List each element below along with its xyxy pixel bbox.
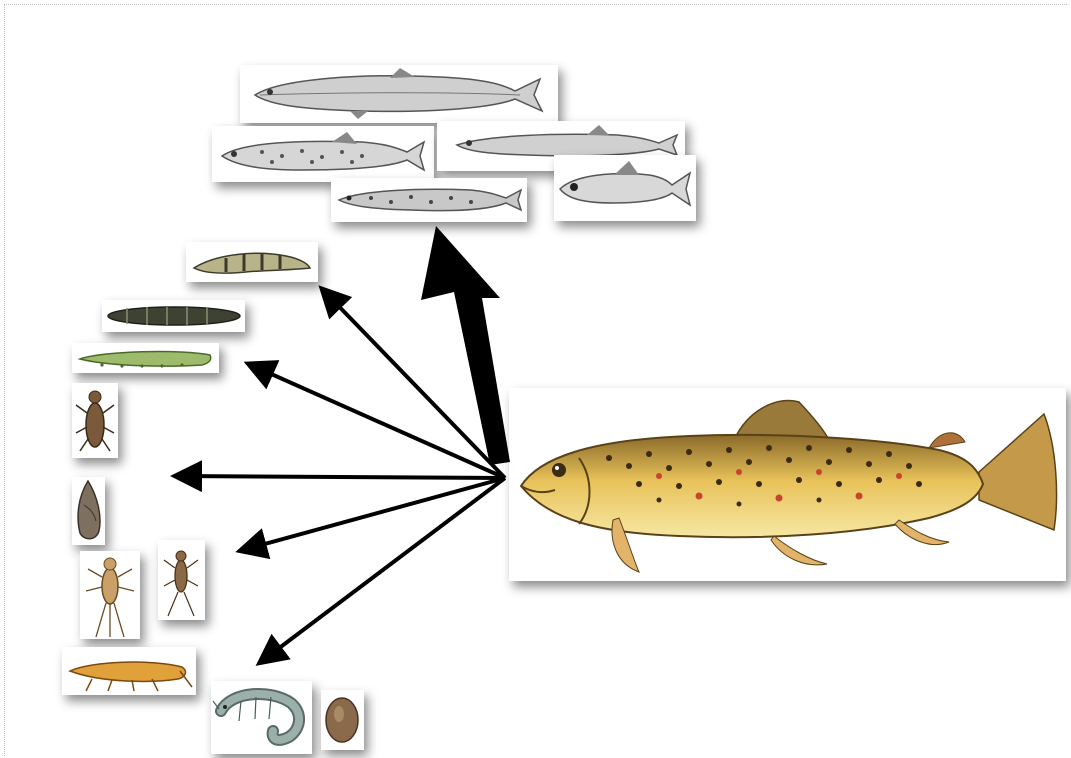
caddis-larva-icon	[186, 242, 318, 282]
fish-icon	[554, 155, 696, 221]
larva-icon	[102, 300, 245, 332]
snail-icon	[72, 477, 105, 545]
prey-nymph-card	[72, 383, 118, 458]
prey-fish-card-2	[212, 126, 434, 182]
prey-dark-larva-card	[102, 300, 245, 332]
prey-caddis-larva-card	[186, 242, 318, 282]
small-nymph-icon	[158, 540, 205, 620]
prey-small-nymph-card	[158, 540, 205, 620]
prey-stonefly-card	[62, 647, 196, 695]
prey-seed-card	[321, 690, 364, 750]
brown-trout-icon	[509, 388, 1066, 581]
mayfly-nymph-icon	[80, 551, 140, 639]
caterpillar-icon	[72, 343, 219, 373]
prey-green-larva-card	[72, 343, 219, 373]
fish-icon	[331, 178, 527, 222]
fish-icon	[212, 126, 434, 182]
fish-icon	[240, 65, 558, 123]
brown-trout-card	[509, 388, 1066, 581]
seed-shell-icon	[321, 690, 364, 750]
freshwater-shrimp-icon	[211, 681, 312, 754]
prey-fish-card-1	[240, 65, 558, 123]
prey-fish-card-5	[554, 155, 696, 221]
prey-mayfly-card	[80, 551, 140, 639]
nymph-icon	[72, 383, 118, 458]
prey-snail-card	[72, 477, 105, 545]
prey-shrimp-card	[211, 681, 312, 754]
prey-fish-card-4	[331, 178, 527, 222]
stonefly-larva-icon	[62, 647, 196, 695]
